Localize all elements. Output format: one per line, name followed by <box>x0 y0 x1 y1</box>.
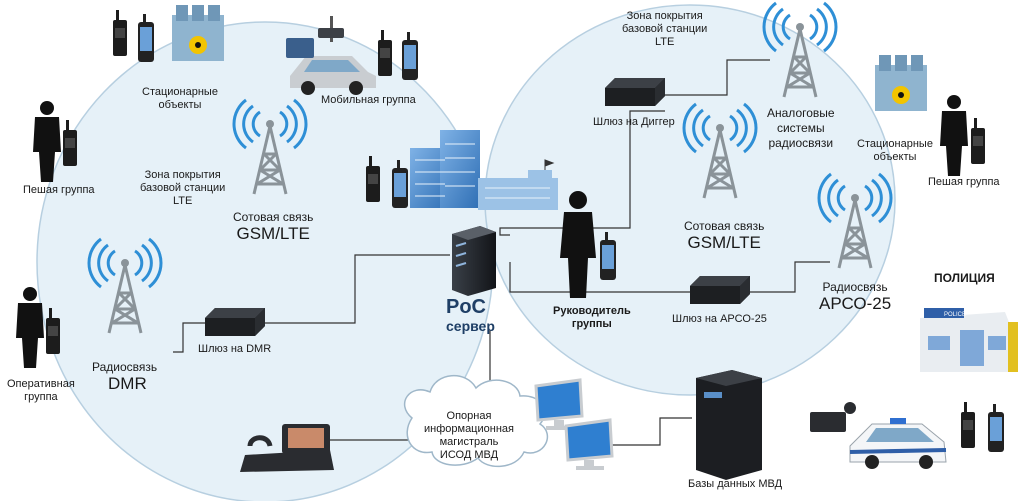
police-label: ПОЛИЦИЯ <box>934 271 995 285</box>
mobile-group-car-icon <box>286 16 376 95</box>
mobile-group-label: Мобильная группа <box>321 94 416 106</box>
apco-radio-label: Радиосвязь АРСО-25 <box>819 280 892 313</box>
police-sign-text: POLICE <box>944 312 966 318</box>
database-server-icon <box>696 370 762 480</box>
group-leader-icon <box>560 191 616 298</box>
police-car-icon <box>849 418 947 469</box>
backbone-cloud <box>403 374 549 468</box>
poc-server-subtitle: сервер <box>446 318 495 334</box>
digger-gateway-icon <box>605 78 665 106</box>
foot-group-left-label: Пешая группа <box>23 184 95 196</box>
handset-left-icon <box>138 14 154 62</box>
foot-group-right-label: Пешая группа <box>928 176 1000 188</box>
poc-server-icon <box>452 226 496 296</box>
dmr-gateway-label: Шлюз на DMR <box>198 343 272 355</box>
cell-tower-left-label: Сотовая связь GSM/LTE <box>233 210 314 243</box>
handset-mobile-icon <box>402 32 418 80</box>
dmr-gateway-icon <box>205 308 265 336</box>
cell-tower-right-label: Сотовая связь GSM/LTE <box>684 219 765 252</box>
apco-gateway-icon <box>690 276 750 304</box>
workstation-monitor-2-icon <box>564 418 614 472</box>
police-station-icon <box>914 290 1020 392</box>
radio-left-icon <box>113 10 127 56</box>
poc-server-title: PoC <box>446 296 486 318</box>
apco-gateway-label: Шлюз на АРСО-25 <box>672 313 767 325</box>
car-radio-unit-icon <box>810 402 856 432</box>
foot-group-right-icon <box>940 95 985 176</box>
digger-gateway-label: Шлюз на Диггер <box>593 116 675 128</box>
radio-mobile-icon <box>378 30 392 76</box>
headquarters-building-icon <box>410 130 558 210</box>
desk-videophone-icon <box>240 424 334 472</box>
police-radio-icon <box>961 402 975 448</box>
dmr-radio-label: Радиосвязь DMR <box>92 360 158 393</box>
stationary-object-right-icon <box>875 55 927 111</box>
workstation-monitor-1-icon <box>534 378 584 432</box>
databases-label: Базы данных МВД <box>688 478 783 490</box>
stationary-object-left-icon <box>172 5 224 61</box>
police-handset-icon <box>988 404 1004 452</box>
